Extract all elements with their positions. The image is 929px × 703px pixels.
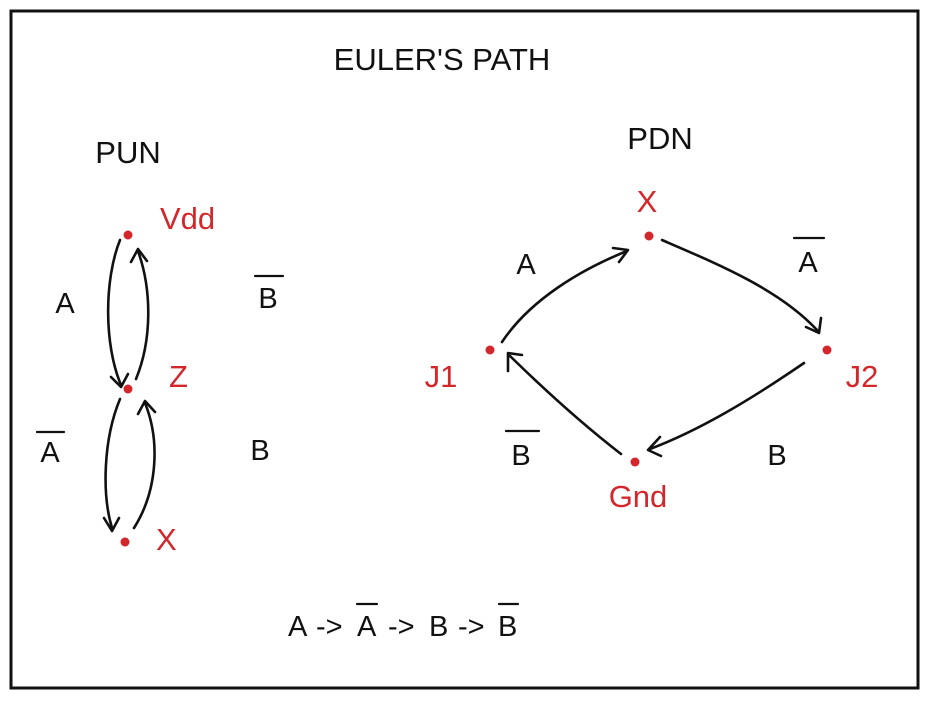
- pdn-edge-a: [500, 246, 630, 344]
- frame-border: [9, 9, 920, 690]
- sequence-step-b: B: [429, 611, 448, 643]
- pun-edge-b-label: B: [250, 435, 269, 467]
- pdn-node-j2: [822, 345, 832, 355]
- pdn-edge-b-label: B: [767, 440, 786, 472]
- pun-edge-b-bar: [129, 247, 150, 381]
- sequence-arrow-3: ->: [458, 611, 485, 643]
- pdn-node-j1-label: J1: [425, 359, 458, 394]
- pun-node-z: [123, 384, 133, 394]
- pun-node-z-label: Z: [169, 359, 188, 394]
- pun-node-vdd-label: Vdd: [160, 201, 215, 236]
- pdn-node-j1: [485, 345, 495, 355]
- pdn-node-x: [644, 231, 654, 241]
- pdn-node-gnd-label: Gnd: [609, 479, 668, 514]
- sequence-arrow-1: ->: [316, 611, 343, 643]
- pun-nodes: [120, 230, 133, 547]
- sequence-step-b-bar: B: [498, 611, 517, 643]
- pun-node-x-label: X: [156, 522, 177, 557]
- diagram-title: EULER'S PATH: [334, 42, 551, 77]
- pdn-nodes: [485, 231, 832, 467]
- sequence-step-a: A: [288, 611, 308, 643]
- pun-node-vdd: [123, 230, 133, 240]
- pun-edge-a-label: A: [55, 288, 75, 320]
- pdn-edge-a-label: A: [516, 249, 536, 281]
- pdn-edge-a-bar: [660, 238, 823, 335]
- pun-edge-b-bar-label: B: [258, 283, 277, 315]
- pun-edge-a-bar-label: A: [40, 437, 60, 469]
- pdn-edge-a-bar-label: A: [798, 247, 818, 279]
- pdn-heading: PDN: [627, 121, 692, 156]
- pdn-node-gnd: [630, 457, 640, 467]
- pun-edge-a-bar: [102, 397, 122, 533]
- sequence-step-a-bar: A: [357, 611, 377, 643]
- pun-heading: PUN: [95, 135, 160, 170]
- pdn-edge-b-bar-label: B: [511, 440, 530, 472]
- pun-edge-b: [132, 399, 157, 530]
- euler-sequence: A -> A -> B -> B: [288, 602, 520, 643]
- pun-edge-a: [106, 238, 130, 389]
- pun-node-x: [120, 537, 130, 547]
- pdn-edge-b: [646, 361, 806, 458]
- pdn-edge-b-bar: [506, 351, 623, 456]
- pdn-node-x-label: X: [637, 184, 658, 219]
- sequence-arrow-2: ->: [388, 611, 415, 643]
- pdn-node-j2-label: J2: [846, 359, 879, 394]
